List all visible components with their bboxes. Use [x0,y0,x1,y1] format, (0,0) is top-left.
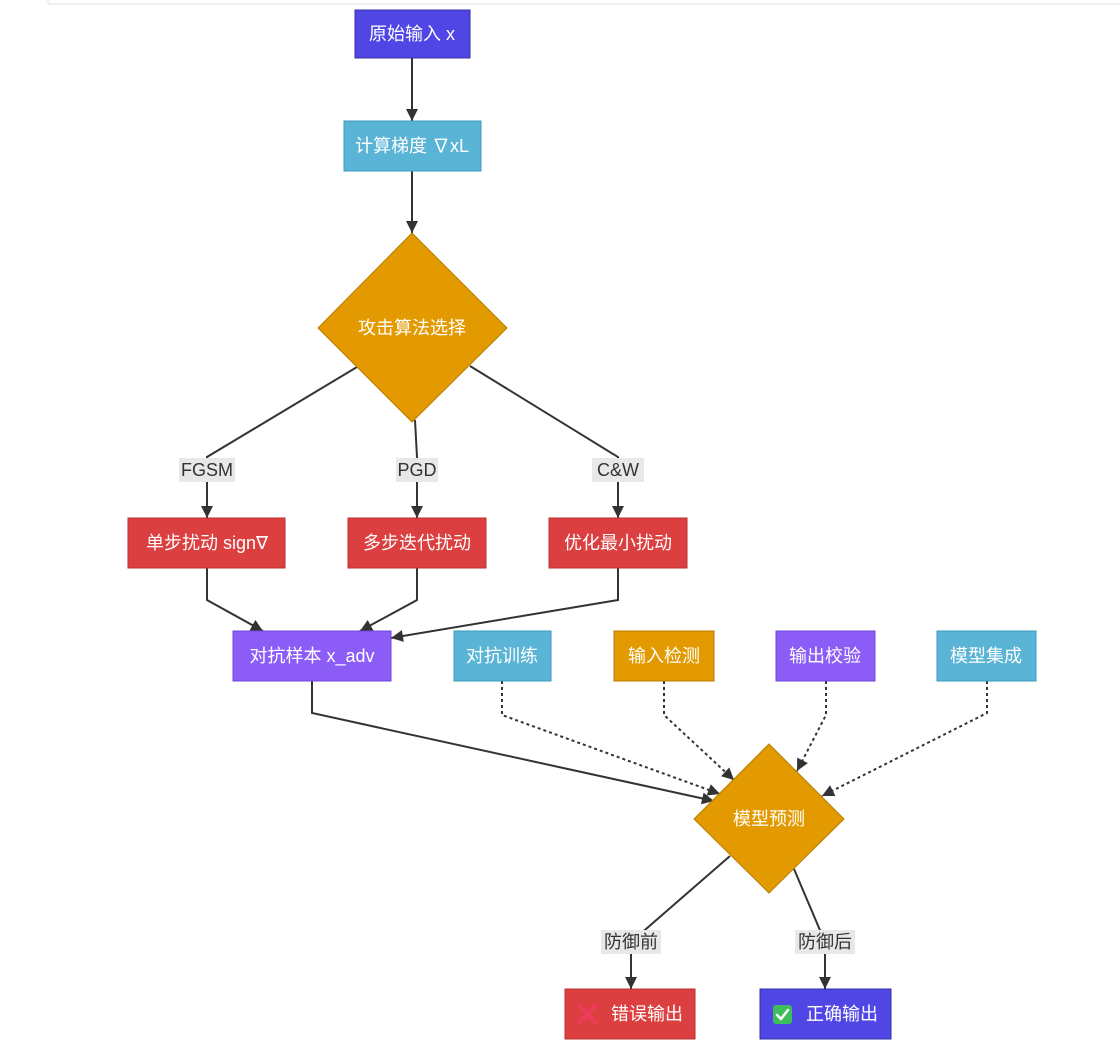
node-box [453,630,552,682]
edge-label-background [592,458,644,482]
node-label: 正确输出 [806,1004,878,1024]
node-label: 优化最小扰动 [564,533,672,553]
node-label: 攻击算法选择 [358,318,466,338]
node-label: 单步扰动 sign∇ [146,533,269,553]
edge-attack-select-to-multi-step [411,419,423,518]
node-compute-gradient: 计算梯度 ∇xL [343,120,482,172]
node-box [775,630,876,682]
edge-optimize-to-adv-sample [390,568,619,642]
node-box [343,120,482,172]
node-model-prediction: 模型预测 [693,743,845,894]
edge-label-background [601,930,661,954]
cross-mark-icon [578,1004,597,1024]
check-box-background [773,1005,792,1024]
edge-attack-select-to-optimize [469,365,624,518]
edge-label-background [795,930,855,954]
node-attack-algorithm-select: 攻击算法选择 [317,232,508,423]
nodes: 原始输入 x 计算梯度 ∇xL 攻击算法选择 单步扰动 sign∇ 多步迭代扰动… [127,9,1037,1040]
node-label: 原始输入 x [369,24,455,44]
node-label: 输出校验 [789,646,861,666]
edge-model-predict-to-wrong-output [625,855,731,989]
node-input-detection: 输入检测 [613,630,715,682]
edge-label-after-defense: 防御后 [795,930,855,954]
node-box [232,630,392,682]
edge-label-background [396,458,438,482]
edge-label-text: C&W [597,460,639,480]
check-mark [775,1008,790,1021]
node-adversarial-training: 对抗训练 [453,630,552,682]
edge-label-background [179,458,235,482]
edge-label-text: 防御前 [604,932,658,952]
edge-adv-sample-to-model-predict [311,681,715,805]
edge-output-check-to-model-predict [796,681,827,772]
node-label: 错误输出 [611,1004,683,1024]
edge-label-text: 防御后 [798,932,852,952]
edge-labels: FGSM PGD C&W 防御前 防御后 [179,458,855,954]
node-output-check: 输出校验 [775,630,876,682]
node-label: 对抗训练 [466,646,538,666]
node-adversarial-sample: 对抗样本 x_adv [232,630,392,682]
edges [201,58,988,989]
edge-attack-select-to-single-step [201,366,358,518]
node-box [936,630,1037,682]
edge-adv-training-to-model-predict [501,681,721,796]
node-box [548,517,688,569]
node-single-step-perturbation: 单步扰动 sign∇ [127,517,286,569]
edge-label-text: FGSM [181,460,233,480]
node-box [613,630,715,682]
container-border [47,0,1120,5]
edge-label-fgsm: FGSM [179,458,235,482]
edge-single-step-to-adv-sample [206,568,264,632]
node-multi-step-perturbation: 多步迭代扰动 [347,517,487,569]
edge-label-pgd: PGD [396,458,438,482]
node-optimize-min-perturbation: 优化最小扰动 [548,517,688,569]
edge-multi-step-to-adv-sample [359,568,418,632]
check-box-icon [773,1005,792,1024]
node-label: 模型集成 [950,646,1022,666]
node-label: 多步迭代扰动 [363,533,471,553]
node-box [127,517,286,569]
edge-label-before-defense: 防御前 [601,930,661,954]
decision-diamond [693,743,845,894]
node-label: 模型预测 [733,809,805,829]
edge-model-predict-to-correct-output [793,868,831,989]
node-correct-output: 正确输出 [759,988,892,1040]
node-label: 计算梯度 ∇xL [355,136,469,156]
node-model-ensemble: 模型集成 [936,630,1037,682]
node-wrong-output: 错误输出 [564,988,696,1040]
edge-label-cw: C&W [592,458,644,482]
edge-label-text: PGD [397,460,436,480]
node-original-input: 原始输入 x [354,9,471,59]
node-label: 输入检测 [628,646,700,666]
node-box [354,9,471,59]
edge-input-detection-to-model-predict [663,681,735,781]
node-box [347,517,487,569]
decision-diamond [317,232,508,423]
node-label: 对抗样本 x_adv [249,646,374,667]
edge-model-ensemble-to-model-predict [821,681,988,797]
